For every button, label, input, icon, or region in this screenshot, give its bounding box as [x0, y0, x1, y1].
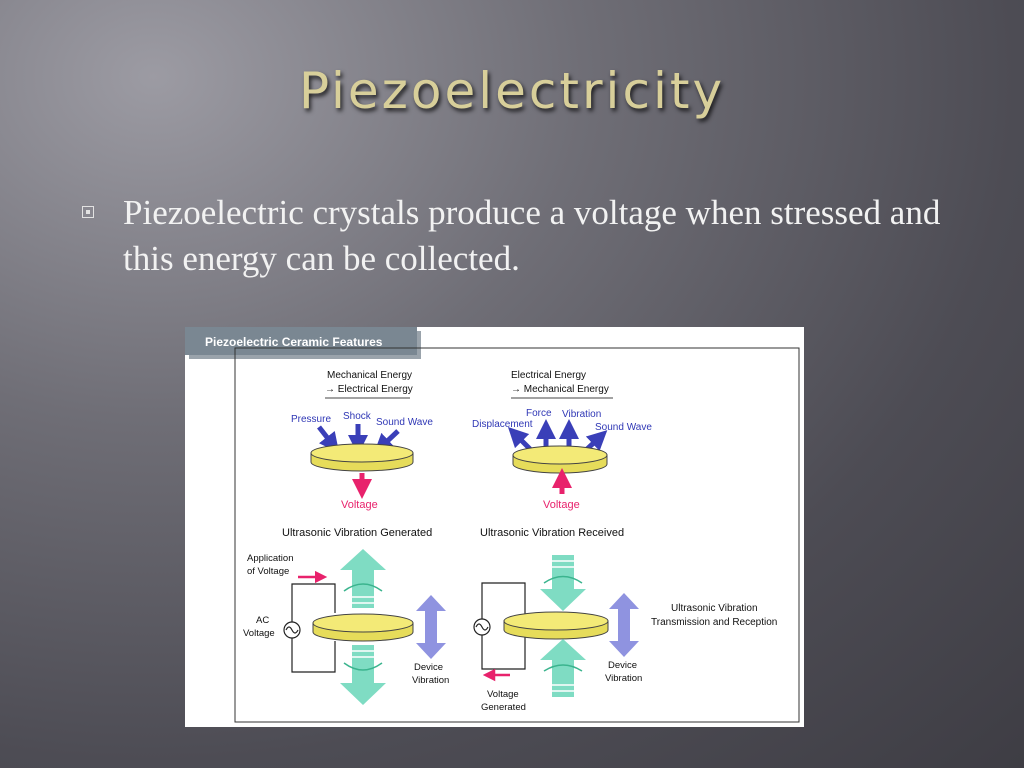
received-device-label-line2: Vibration: [605, 673, 642, 684]
generated-caption: Ultrasonic Vibration Generated: [282, 527, 432, 539]
figure-frame: [234, 347, 800, 723]
received-voltage-label-line2: Generated: [481, 702, 526, 713]
generated-device-label-line2: Vibration: [412, 675, 449, 686]
force-label: Force: [526, 408, 552, 419]
left-voltage-label: Voltage: [341, 499, 378, 511]
received-wave-arc: [543, 575, 583, 584]
left-conversion-line1: Mechanical Energy: [327, 370, 412, 381]
sound-wave-arrow-left: [373, 429, 400, 454]
sound-wave-label-left: Sound Wave: [376, 417, 433, 428]
received-device-label-line1: Device: [608, 660, 637, 671]
ac-label-line1: AC: [256, 615, 269, 626]
side-label-line2: Transmission and Reception: [651, 617, 777, 628]
side-label-line1: Ultrasonic Vibration: [671, 603, 758, 614]
received-wave-arc: [543, 664, 583, 672]
ac-wave-icon: [285, 626, 299, 634]
piezo-diagram: Piezoelectric Ceramic Features Mechanica…: [185, 327, 804, 727]
received-device-arrow: [609, 593, 639, 657]
displacement-label: Displacement: [472, 419, 533, 430]
right-conversion-line1: Electrical Energy: [511, 370, 586, 381]
pressure-label: Pressure: [291, 414, 331, 425]
left-top-disc: [310, 443, 414, 463]
slide-title: Piezoelectricity: [298, 62, 726, 120]
received-wave-arrow-down: [540, 555, 586, 611]
application-label-line2: of Voltage: [247, 566, 289, 577]
vibration-label: Vibration: [562, 409, 601, 420]
shock-label: Shock: [343, 411, 372, 422]
pressure-arrow: [317, 425, 340, 453]
right-top-disc: [512, 445, 608, 465]
generated-device-label-line1: Device: [414, 662, 443, 673]
received-voltage-label-line1: Voltage: [487, 689, 519, 700]
received-wave-icon: [475, 623, 489, 631]
application-label-line1: Application: [247, 553, 293, 564]
received-wave-arrow-up: [540, 639, 586, 697]
generated-device-arrow: [416, 595, 446, 659]
generated-wave-arrow-down: [340, 645, 386, 705]
sound-wave-label-right: Sound Wave: [595, 422, 652, 433]
right-conversion-line2: → Mechanical Energy: [511, 384, 609, 395]
right-voltage-label: Voltage: [543, 499, 580, 511]
generated-wave-arrow-up: [340, 549, 386, 608]
bullet-marker-icon: [82, 206, 94, 218]
generated-wave-arc: [343, 662, 383, 671]
left-conversion-line2: → Electrical Energy: [325, 384, 413, 395]
figure-header: Piezoelectric Ceramic Features: [205, 335, 383, 349]
bullet-text: Piezoelectric crystals produce a voltage…: [123, 193, 941, 278]
displacement-arrow: [507, 426, 532, 451]
ac-label-line2: Voltage: [243, 628, 275, 639]
generated-wave-arc: [343, 583, 383, 592]
received-disc: [503, 611, 609, 631]
generated-disc: [312, 613, 414, 633]
received-caption: Ultrasonic Vibration Received: [480, 527, 624, 539]
figure-header-tab: [185, 327, 417, 355]
